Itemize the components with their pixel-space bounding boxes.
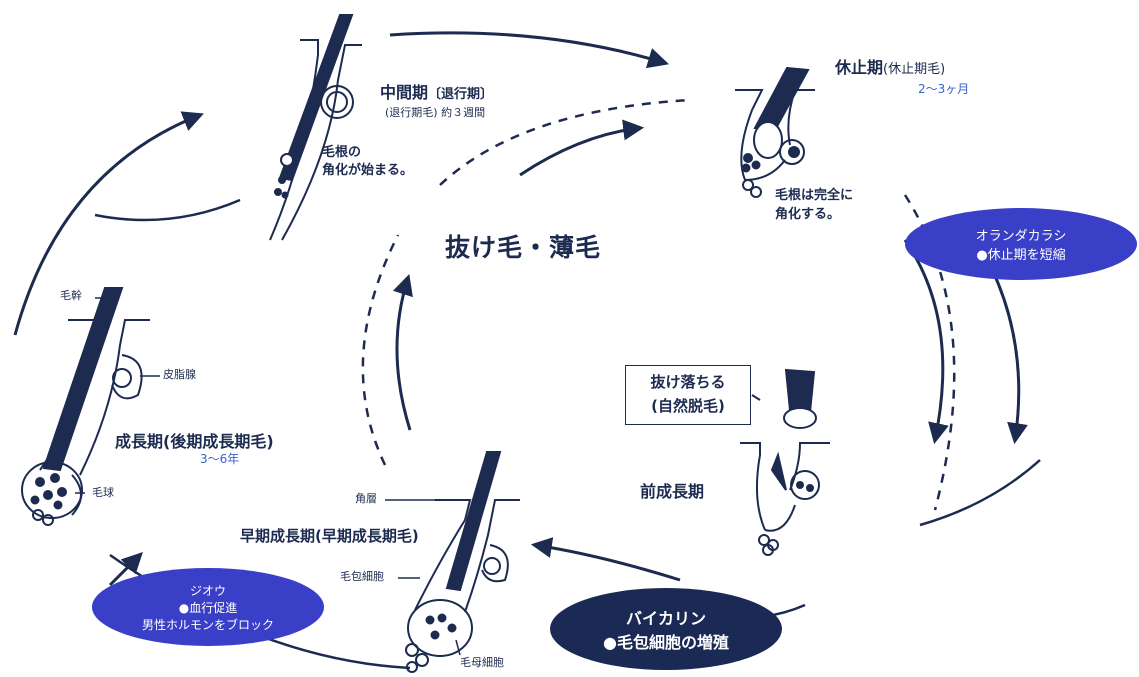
center-title: 抜け毛・薄毛 (445, 233, 602, 262)
early-anagen-name: 早期成長期(早期成長期毛) (240, 527, 419, 545)
arrow-catagen-to-telogen (389, 31, 670, 69)
curve-left-top (94, 198, 241, 222)
proanagen-follicle (740, 368, 830, 556)
label-matrix-cell: 毛母細胞 (460, 656, 504, 669)
label-sebaceous: 皮脂腺 (163, 368, 196, 381)
proanagen-name: 前成長期 (640, 482, 705, 501)
telogen-follicle (735, 66, 815, 198)
arrow-bottom-left (108, 552, 143, 587)
jiou-line-1: ●血行促進 (178, 600, 238, 615)
label-stratum: 角層 (355, 492, 377, 505)
arrow-right-middle (903, 239, 949, 445)
ellipse-jiou: ジオウ ●血行促進 男性ホルモンをブロック (92, 568, 324, 646)
catagen-sub: (退行期毛) 約３週間 (385, 106, 486, 119)
shedding-callout: 抜け落ちる (自然脱毛) (625, 365, 751, 425)
telogen-note-1: 毛根は完全に (775, 188, 854, 203)
label-bulb: 毛球 (92, 486, 114, 499)
catagen-follicle (269, 14, 362, 241)
shedding-line-1: 抜け落ちる (650, 373, 726, 391)
telogen-duration: 2〜3ヶ月 (918, 82, 970, 96)
telogen-name: 休止期(休止期毛) (835, 58, 946, 77)
arrow-right-outer (983, 254, 1028, 445)
ellipse-oranda: オランダカラシ ●休止期を短縮 (905, 208, 1137, 280)
arrow-left-upper (13, 111, 204, 336)
label-follicle-cell: 毛包細胞 (340, 570, 384, 583)
label-shaft: 毛幹 (60, 289, 82, 302)
baikalin-line-1: ●毛包細胞の増殖 (603, 633, 729, 652)
anagen-follicle (21, 287, 150, 526)
label-lines (75, 297, 461, 656)
jiou-line-2: 男性ホルモンをブロック (141, 617, 274, 632)
baikalin-title: バイカリン (625, 609, 706, 628)
arrow-proanagen-to-early (530, 537, 681, 582)
dashed-cycle (361, 98, 956, 511)
catagen-note-2: 角化が始まる。 (322, 163, 414, 178)
oranda-title: オランダカラシ (975, 229, 1067, 244)
shedding-line-2: (自然脱毛) (651, 397, 725, 415)
anagen-name: 成長期(後期成長期毛) (115, 432, 274, 451)
catagen-name: 中間期〔退行期〕 (380, 83, 494, 102)
early-anagen-follicle (405, 451, 520, 673)
telogen-note-2: 角化する。 (775, 207, 841, 222)
arrow-inner-top (519, 119, 645, 177)
ellipse-baikalin: バイカリン ●毛包細胞の増殖 (550, 588, 782, 670)
oranda-line-1: ●休止期を短縮 (976, 248, 1066, 263)
jiou-title: ジオウ (189, 583, 226, 598)
arrow-inner-left (392, 273, 413, 431)
curve-right-lower (919, 459, 1041, 527)
catagen-note-1: 毛根の (322, 145, 362, 160)
anagen-duration: 3〜6年 (200, 452, 240, 466)
